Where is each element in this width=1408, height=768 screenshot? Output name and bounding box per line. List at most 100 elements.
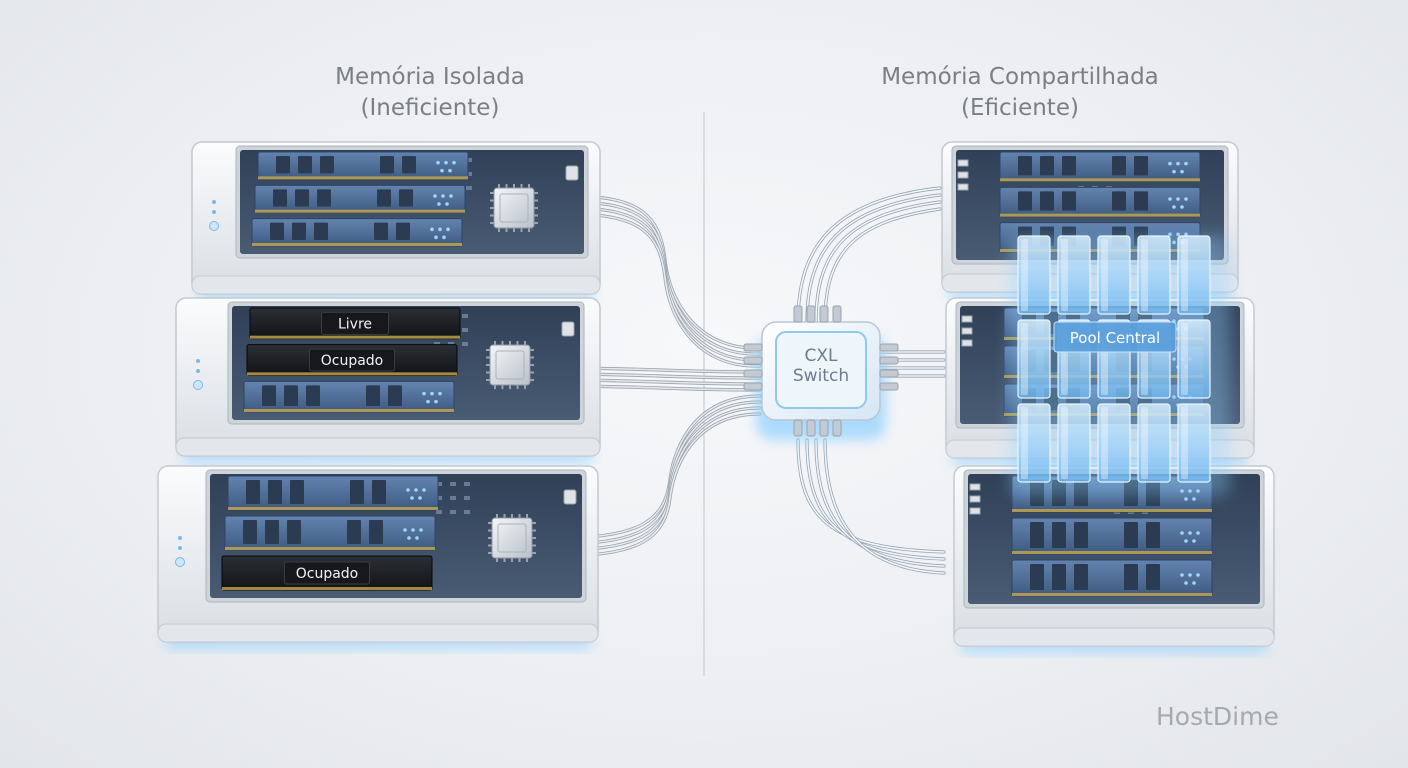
module-led xyxy=(1196,573,1200,577)
switch-pin xyxy=(806,305,816,323)
cpu-pin xyxy=(518,514,521,518)
pool-module-shine xyxy=(1101,239,1108,311)
cable xyxy=(805,438,946,561)
memory-chip xyxy=(1134,191,1148,211)
module-led xyxy=(1168,161,1172,166)
module-contacts xyxy=(225,547,435,550)
power-button xyxy=(193,380,203,390)
pool-module-shine xyxy=(1181,407,1188,479)
memory-chip xyxy=(1074,522,1088,548)
module-led xyxy=(422,391,426,396)
server-base xyxy=(175,437,601,457)
board-component xyxy=(464,482,470,486)
module-led xyxy=(446,227,450,232)
module-led xyxy=(441,194,445,198)
board-connector xyxy=(563,489,577,505)
cable-highlight xyxy=(824,208,941,323)
memory-chip xyxy=(380,156,394,174)
switch-pin xyxy=(879,369,899,378)
status-led xyxy=(212,210,216,214)
board-component xyxy=(436,510,442,514)
cpu-pin xyxy=(490,222,494,224)
cable xyxy=(796,438,946,554)
module-led xyxy=(430,391,434,396)
module-led xyxy=(1184,497,1188,501)
module-contacts xyxy=(1012,509,1212,512)
memory-chip xyxy=(1062,156,1076,176)
cpu-pin xyxy=(518,558,521,562)
cpu-pin xyxy=(532,522,536,524)
server-base xyxy=(953,627,1275,647)
board-connector xyxy=(561,321,575,337)
cpu-pin xyxy=(524,385,526,389)
cpu-pin xyxy=(530,379,534,381)
switch-pin xyxy=(743,382,763,391)
module-led xyxy=(1176,232,1180,237)
pool-module xyxy=(1057,235,1091,315)
cable-highlight xyxy=(815,201,941,323)
pool-module xyxy=(1097,235,1131,315)
switch-pin xyxy=(879,356,899,365)
board-component xyxy=(462,328,468,332)
board-connector xyxy=(961,327,973,335)
board-connector xyxy=(969,495,981,503)
module-contacts xyxy=(244,409,454,412)
cpu-pin xyxy=(486,379,490,381)
module-led xyxy=(1168,232,1172,237)
module-led xyxy=(1188,531,1192,535)
module-led xyxy=(434,399,438,404)
board-component xyxy=(450,482,456,486)
switch-pin xyxy=(819,305,829,323)
cpu-pin xyxy=(490,207,494,209)
module-contacts xyxy=(252,243,462,246)
module-led xyxy=(445,202,449,206)
module-contacts xyxy=(1000,178,1200,182)
left-heading-line2: (Ineficiente) xyxy=(360,95,500,121)
cpu-pin xyxy=(516,341,519,345)
board-connector xyxy=(565,165,579,181)
board-connector xyxy=(969,483,981,491)
cpu-pin xyxy=(486,349,490,351)
module-led xyxy=(1180,205,1184,209)
memory-chip xyxy=(1030,522,1044,548)
memory-chip xyxy=(388,385,402,406)
memory-chip xyxy=(284,385,298,406)
cpu-pin xyxy=(530,356,534,359)
board-connector xyxy=(961,339,973,347)
module-led xyxy=(1192,497,1196,501)
module-led xyxy=(430,227,434,232)
module-led xyxy=(415,536,419,540)
memory-chip xyxy=(1146,522,1160,548)
memory-chip xyxy=(399,189,413,207)
board-component xyxy=(436,482,442,486)
memory-chip xyxy=(268,480,282,504)
right-heading-line1: Memória Compartilhada xyxy=(881,64,1159,90)
memory-chip xyxy=(347,520,361,544)
module-label-box xyxy=(309,348,395,372)
cpu-pin xyxy=(488,529,492,532)
module-led xyxy=(1184,197,1188,201)
module-led xyxy=(419,528,423,532)
cpu-pin xyxy=(516,385,519,389)
pool-module-shine xyxy=(1141,407,1148,479)
cpu-pin xyxy=(494,341,496,345)
board-component xyxy=(462,314,468,318)
switch-pin xyxy=(879,382,899,391)
status-led xyxy=(196,369,200,373)
memory-chip xyxy=(402,156,416,174)
board-component xyxy=(466,158,472,162)
cpu-pin xyxy=(505,184,508,188)
memory-chip xyxy=(287,520,301,544)
cpu-pin xyxy=(530,349,534,351)
module-led xyxy=(440,168,444,173)
cpu-pin xyxy=(520,228,523,232)
module-led xyxy=(410,496,414,500)
module-led xyxy=(1184,581,1188,585)
pool-module xyxy=(1057,403,1091,483)
module-led xyxy=(1172,205,1176,209)
memory-chip xyxy=(1030,564,1044,590)
server-base xyxy=(191,275,601,295)
isolated-server: Ocupado xyxy=(157,465,599,650)
cpu-pin xyxy=(524,341,526,345)
